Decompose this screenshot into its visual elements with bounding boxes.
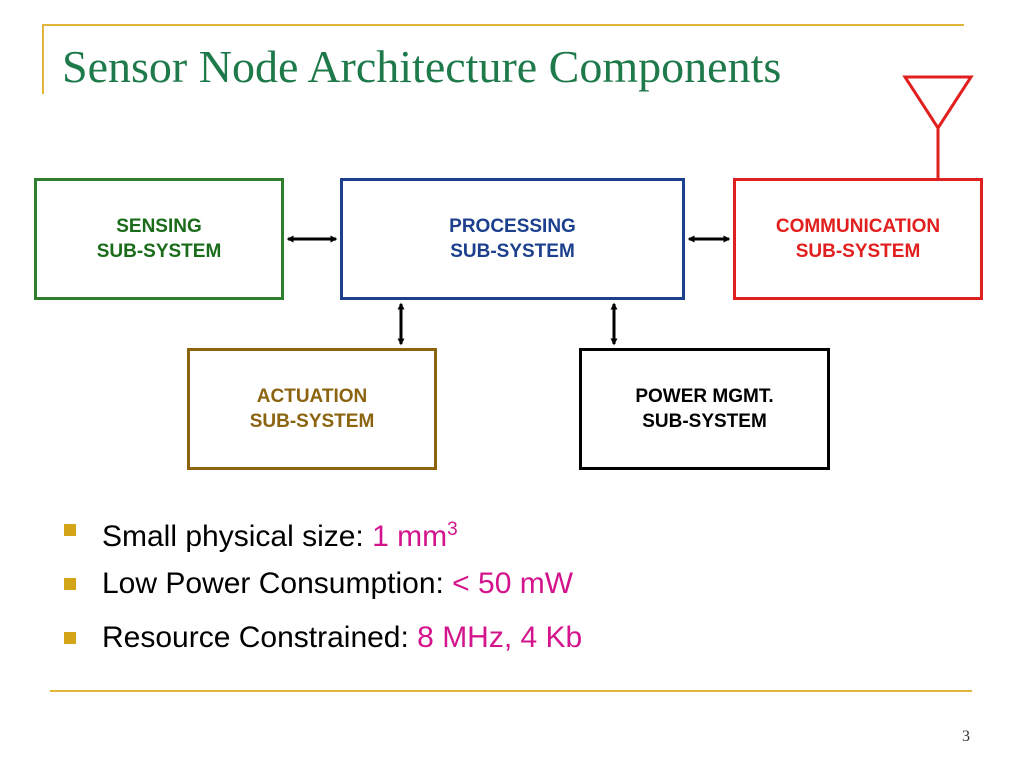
bullet-label: Small physical size:: [102, 520, 373, 553]
power-subsystem-box: POWER MGMT. SUB-SYSTEM: [579, 348, 830, 470]
communication-subsystem-box: COMMUNICATION SUB-SYSTEM: [733, 178, 983, 300]
bullet-value: < 50 mW: [452, 567, 574, 600]
bullet-text: Low Power Consumption: < 50 mW: [102, 564, 573, 604]
processing-label: PROCESSING: [449, 216, 576, 237]
bullet-value-number: 1 mm: [372, 520, 448, 553]
top-rule: [42, 24, 964, 26]
power-sublabel: SUB-SYSTEM: [642, 411, 767, 432]
processing-subsystem-box: PROCESSING SUB-SYSTEM: [340, 178, 685, 300]
actuation-label: ACTUATION: [256, 386, 368, 407]
page-number: 3: [962, 728, 970, 745]
communication-sublabel: SUB-SYSTEM: [795, 241, 921, 262]
sensing-sublabel: SUB-SYSTEM: [96, 241, 222, 262]
bullet-label: Low Power Consumption:: [102, 567, 453, 600]
bullet-label: Resource Constrained:: [102, 621, 418, 654]
square-bullet-icon: [64, 524, 76, 536]
bullet-text: Small physical size: 1 mm3: [102, 510, 458, 557]
bullet-text: Resource Constrained: 8 MHz, 4 Kb: [102, 618, 582, 658]
power-label: POWER MGMT.: [635, 386, 774, 407]
antenna-icon: [902, 75, 974, 179]
bullet-value: 8 MHz, 4 Kb: [417, 621, 583, 654]
sensing-subsystem-box: SENSING SUB-SYSTEM: [34, 178, 284, 300]
slide-title: Sensor Node Architecture Components: [62, 41, 782, 92]
square-bullet-icon: [64, 632, 76, 644]
communication-label: COMMUNICATION: [775, 216, 941, 237]
actuation-sublabel: SUB-SYSTEM: [249, 411, 375, 432]
square-bullet-icon: [64, 578, 76, 590]
bullet-value: 1 mm3: [372, 519, 458, 553]
sensing-label: SENSING: [116, 216, 202, 237]
actuation-subsystem-box: ACTUATION SUB-SYSTEM: [187, 348, 437, 470]
bullet-value-superscript: 3: [447, 519, 458, 540]
bottom-rule: [50, 690, 972, 692]
processing-sublabel: SUB-SYSTEM: [450, 241, 575, 262]
left-rule: [42, 24, 44, 94]
